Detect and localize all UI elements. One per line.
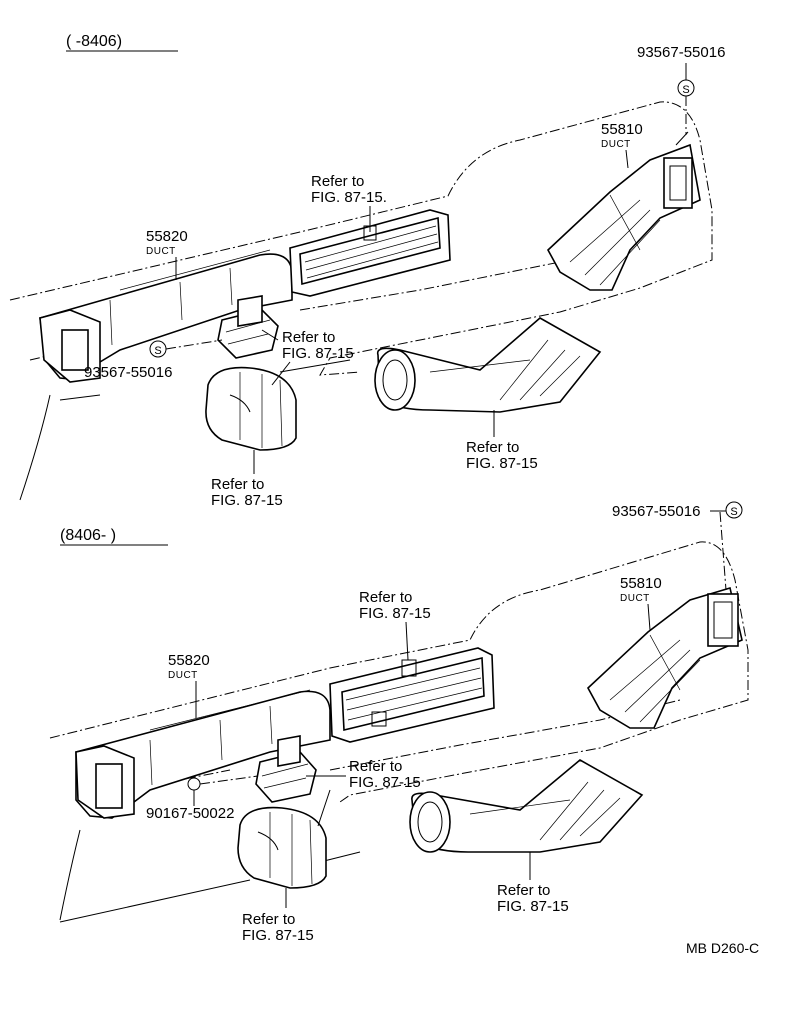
upper-left-duct-name: DUCT (146, 246, 176, 257)
lower-left-duct (75, 689, 331, 819)
upper-left-duct (39, 249, 293, 383)
lower-left-duct-name: DUCT (168, 670, 198, 681)
lower-right-duct-name: DUCT (620, 593, 650, 604)
upper-center-bracket (217, 295, 279, 359)
lower-refer-mid-line2: FIG. 87-15 (349, 774, 421, 791)
lower-center-bracket (255, 735, 317, 803)
upper-right-lower-duct (374, 317, 602, 413)
upper-panel-bottom (59, 359, 351, 401)
upper-refer-mid-leader (261, 329, 279, 341)
upper-refer-bottom-line2: FIG. 87-15 (211, 492, 283, 509)
lower-refer-bottom-line2: FIG. 87-15 (242, 927, 314, 944)
upper-panel-bolt-s-mark: S (682, 84, 689, 96)
footer-code: MB D260-C (686, 940, 759, 956)
upper-left-bolt-dash (165, 339, 223, 350)
upper-right-duct-leader (625, 149, 629, 169)
lower-range-label: (8406- ) (60, 527, 116, 544)
lower-center-register (329, 647, 495, 743)
lower-clip-dash (199, 775, 259, 785)
lower-refer-mid-leader2 (317, 789, 331, 827)
upper-panel-bolt-part-number: 93567-55016 (637, 44, 725, 61)
upper-left-bolt-part-number: 93567-55016 (84, 364, 172, 381)
upper-right-duct-name: DUCT (601, 139, 631, 150)
lower-refer-top-line1: Refer to (359, 589, 412, 606)
upper-right-duct-part-number: 55810 (601, 121, 643, 138)
upper-refer-right-line1: Refer to (466, 439, 519, 456)
lower-right-duct-part-number: 55810 (620, 575, 662, 592)
lower-panel-bolt-symbol (725, 501, 743, 519)
lower-section: (8406- ) (49, 501, 759, 956)
upper-refer-mid-line2: FIG. 87-15 (282, 345, 354, 362)
upper-refer-mid-leader2 (271, 361, 291, 386)
lower-right-lower-duct (409, 759, 644, 853)
lower-refer-top-line2: FIG. 87-15 (359, 605, 431, 622)
lower-refer-right-line1: Refer to (497, 882, 550, 899)
lower-lower-left-duct (237, 806, 327, 889)
lower-clip-symbol (187, 777, 201, 791)
lower-left-duct-part-number: 55820 (168, 652, 210, 669)
upper-section: ( -8406) (9, 33, 725, 509)
upper-range-label: ( -8406) (66, 33, 122, 50)
upper-refer-top-line2: FIG. 87-15. (311, 189, 387, 206)
upper-refer-top-line1: Refer to (311, 173, 364, 190)
upper-right-duct (547, 131, 701, 291)
upper-refer-bottom-line1: Refer to (211, 476, 264, 493)
lower-refer-top-leader (405, 621, 409, 661)
lower-clip-part-number: 90167-50022 (146, 805, 234, 822)
upper-left-duct-part-number: 55820 (146, 228, 188, 245)
lower-refer-bottom-line1: Refer to (242, 911, 295, 928)
lower-panel-curve (59, 829, 81, 921)
lower-panel-bolt-part-number: 93567-55016 (612, 503, 700, 520)
lower-panel-outline (49, 541, 749, 803)
upper-left-bolt-s-mark: S (154, 345, 161, 357)
upper-refer-right-line2: FIG. 87-15 (466, 455, 538, 472)
lower-refer-right-line2: FIG. 87-15 (497, 898, 569, 915)
upper-panel-outline (9, 101, 713, 376)
lower-right-duct (587, 586, 743, 729)
lower-right-duct-leader (647, 603, 651, 631)
upper-center-register (289, 209, 451, 297)
upper-panel-curve (19, 394, 51, 501)
upper-refer-mid-line1: Refer to (282, 329, 335, 346)
lower-panel-bolt-s-mark: S (730, 506, 737, 518)
upper-lower-left-duct (205, 366, 297, 451)
lower-refer-mid-line1: Refer to (349, 758, 402, 775)
lower-panel-bolt-dash (719, 511, 727, 591)
